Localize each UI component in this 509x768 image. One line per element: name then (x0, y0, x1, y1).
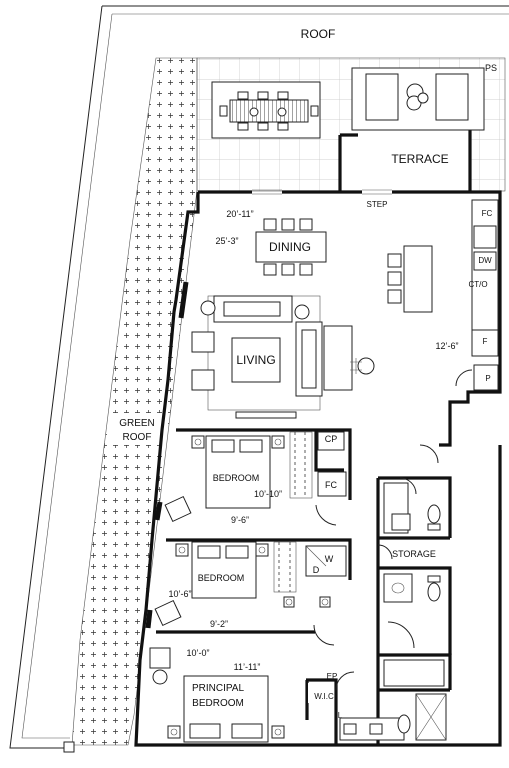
terrace-label: TERRACE (391, 152, 448, 166)
storage-label: STORAGE (392, 549, 436, 559)
fc-kitchen-label: FC (482, 209, 493, 218)
w-label: W (325, 554, 334, 564)
entry-door (419, 444, 439, 464)
roof-boundary (9, 5, 509, 749)
p-label: P (485, 374, 490, 383)
green-roof-label-line2: ROOF (123, 432, 152, 443)
living-label: LIVING (236, 353, 275, 367)
principal-ensuite (339, 659, 447, 741)
dim-bed1-depth: 10’-10” (254, 489, 282, 499)
outdoor-lounge (351, 67, 485, 131)
dim-principal-width: 11’-11” (234, 662, 261, 672)
dim-bed2-depth: 10’-6” (168, 589, 191, 599)
bedroom-1-furniture (164, 431, 347, 526)
living-furniture (191, 295, 375, 419)
dining-table (255, 218, 327, 276)
kitchen-counter (471, 199, 499, 357)
exterior-walls (134, 189, 502, 747)
bedroom-1-label: BEDROOM (213, 473, 260, 483)
f-label: F (483, 337, 488, 346)
d-label: D (313, 565, 320, 575)
wic-label: W.I.C (314, 692, 334, 701)
dim-living-depth: 25’-3” (215, 236, 238, 246)
roof-label: ROOF (301, 27, 336, 41)
step-label: STEP (367, 200, 388, 209)
outdoor-dining-table (211, 81, 321, 139)
principal-label-line2: BEDROOM (192, 698, 244, 709)
green-roof-label-line1: GREEN (119, 418, 155, 429)
l-label: L (338, 711, 343, 720)
dw-label: DW (478, 256, 492, 265)
dim-principal-depth: 10’-0” (186, 648, 209, 658)
principal-bedroom-furniture (149, 647, 355, 743)
cp-label: CP (325, 434, 338, 444)
green-roof (71, 57, 198, 746)
ct-o-label: CT/O (468, 280, 487, 289)
principal-label-line1: PRINCIPAL (192, 683, 244, 694)
kitchen-island (387, 245, 433, 313)
ep-label: EP (327, 672, 338, 681)
dim-bed1-width: 9’-6” (231, 515, 249, 525)
dim-kitchen-width: 12’-6” (435, 341, 458, 351)
bathroom-1 (383, 477, 441, 534)
ps-label: PS (485, 63, 497, 73)
dim-dining-width: 20’-11” (226, 209, 253, 219)
corner-post (63, 741, 75, 753)
fc-bed-label: FC (325, 480, 337, 490)
bedroom-2-label: BEDROOM (198, 573, 245, 583)
bedroom-2-furniture (154, 541, 347, 646)
bathroom-2 (383, 573, 441, 649)
dim-bed2-width: 9’-2” (210, 619, 228, 629)
dining-label: DINING (269, 240, 311, 254)
